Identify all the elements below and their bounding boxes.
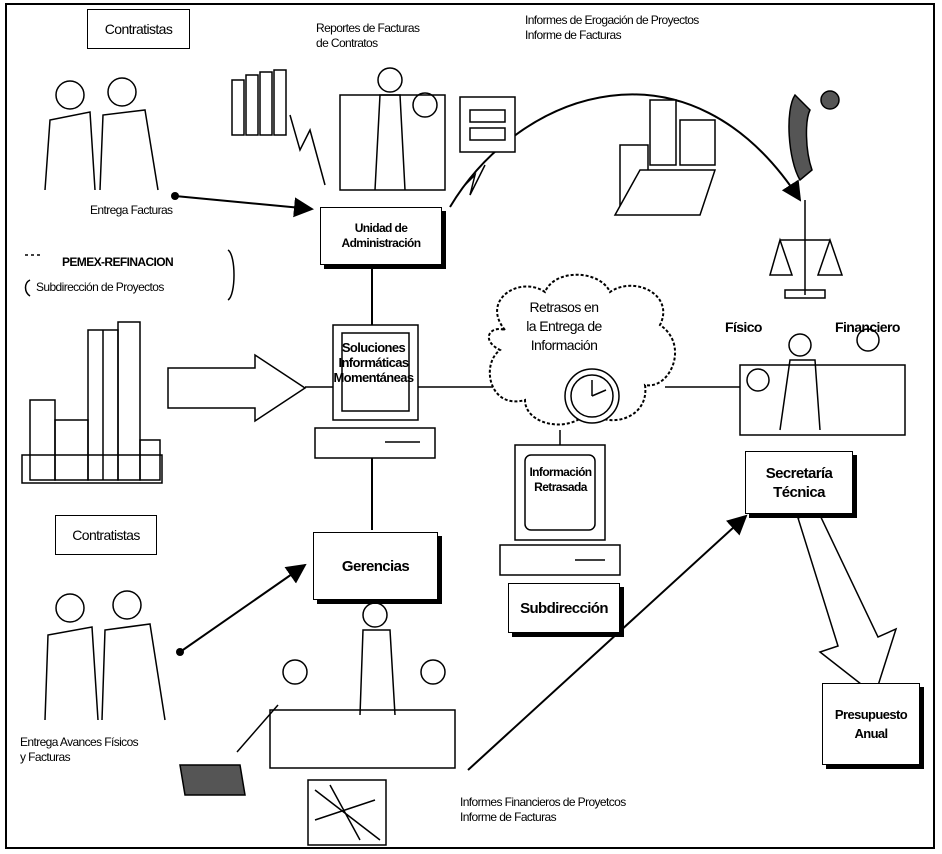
delay-cloud: [487, 273, 677, 426]
arrow-admin-to-scale: [449, 93, 802, 208]
annual-budget-box: Presupuesto Anual: [822, 683, 920, 765]
contractors-figures-top: [44, 77, 159, 191]
subdirection-label: Subdirección: [520, 599, 608, 617]
pemex-title: PEMEX-REFINACION: [62, 255, 174, 269]
meeting-figures-bottom: [269, 602, 456, 769]
deliver-invoices-label: Entrega Facturas: [90, 203, 173, 217]
arrow-reports-to-secretariat: [467, 514, 748, 771]
filing-cabinet-icon: [459, 96, 516, 196]
arrow-building-to-solutions: [167, 353, 307, 423]
contractors-figures-bottom: [44, 590, 166, 721]
admin-unit-label: Unidad de Administración: [341, 221, 422, 250]
arrow-invoices-to-admin: [174, 195, 314, 218]
meeting-figures-right: [739, 328, 906, 436]
annual-budget-label: Presupuesto Anual: [834, 707, 908, 741]
financial-reports-label: Informes Financieros de Proyetcos Inform…: [460, 795, 626, 824]
momentary-solutions-label: Soluciones Informáticas Momentáneas: [333, 340, 414, 385]
document-shelves-icon: [231, 69, 326, 186]
clock-icon: [564, 368, 620, 424]
admin-unit-box: Unidad de Administración: [320, 207, 442, 265]
contractors-bottom-box: Contratistas: [55, 515, 157, 555]
contractors-bottom-label: Contratistas: [72, 526, 140, 543]
expense-reports-label: Informes de Erogación de Proyectos Infor…: [525, 13, 699, 42]
diagram-frame: [5, 3, 935, 849]
deliver-progress-label: Entrega Avances Físicos y Facturas: [20, 735, 139, 764]
arrow-progress-to-managements: [179, 563, 307, 653]
physical-label: Físico: [725, 319, 762, 335]
papers-stack-icon: [179, 764, 246, 796]
subdirection-box: Subdirección: [508, 583, 620, 633]
drafting-table-icon: [307, 779, 387, 846]
technical-secretariat-label: Secretaría Técnica: [765, 464, 833, 501]
technical-secretariat-box: Secretaría Técnica: [745, 451, 853, 514]
delayed-info-label: Información Retrasada: [529, 465, 592, 494]
meeting-figures-top: [339, 67, 446, 191]
office-desk-icon: [613, 99, 717, 216]
delays-cloud-label: Retrasos en la Entrega de Información: [526, 299, 602, 353]
scale-icon: [769, 200, 844, 299]
telephone-icon: [788, 90, 840, 182]
building-icon: [21, 321, 163, 484]
contractors-top-box: Contratistas: [87, 9, 190, 49]
pemex-subtitle: Subdirección de Proyectos: [36, 280, 164, 294]
contractors-top-label: Contratistas: [104, 20, 173, 37]
computer-icon-right: [499, 444, 621, 576]
managements-label: Gerencias: [341, 557, 410, 575]
financial-label: Financiero: [835, 319, 900, 335]
computer-icon-center: [314, 324, 436, 459]
managements-box: Gerencias: [313, 532, 438, 600]
arrow-secretariat-to-budget: [797, 510, 898, 697]
invoice-reports-label: Reportes de Facturas de Contratos: [316, 21, 420, 50]
